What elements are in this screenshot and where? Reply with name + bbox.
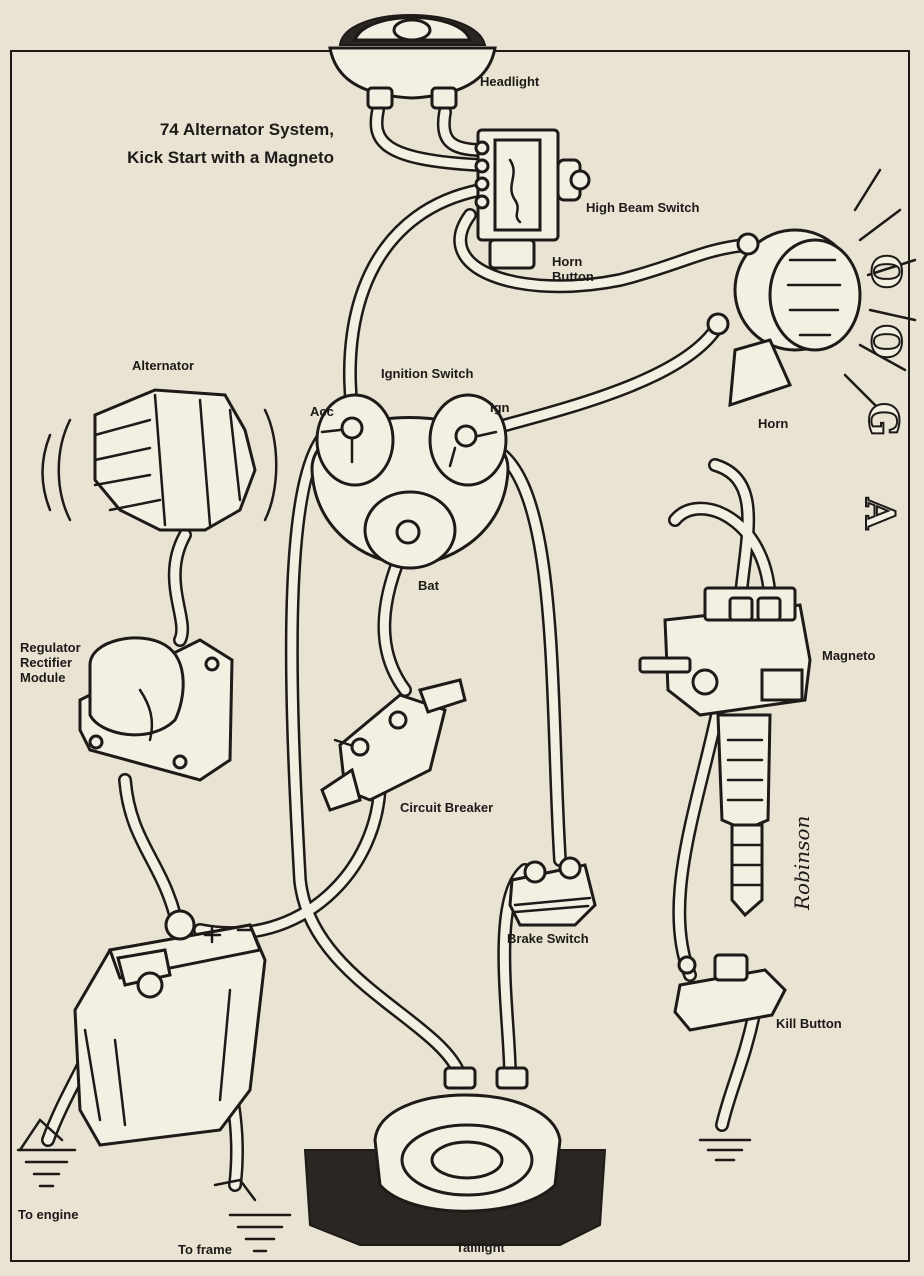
taillight-component xyxy=(303,1066,607,1246)
label-horn-button-line-1: Horn xyxy=(552,254,583,269)
sound-letter-2: O xyxy=(861,323,910,360)
sound-letter-4: A xyxy=(855,497,904,530)
label-regulator-line-2: Rectifier xyxy=(20,655,73,670)
brake-switch-component xyxy=(508,856,597,927)
label-brake-switch: Brake Switch xyxy=(507,931,589,946)
label-horn: Horn xyxy=(758,416,789,431)
sound-letter-1: O xyxy=(861,253,910,290)
label-regulator-rectifier-module: Regulator Rectifier Module xyxy=(20,640,81,685)
regulator-rectifier-component xyxy=(78,636,234,782)
sound-letter-3: G xyxy=(859,401,908,437)
alternator-component xyxy=(41,388,278,532)
label-alternator: Alternator xyxy=(132,358,195,373)
ignition-switch-component xyxy=(310,393,510,570)
label-horn-button-line-2: Button xyxy=(552,269,594,284)
label-to-frame: To frame xyxy=(178,1242,232,1257)
magneto-component xyxy=(638,586,812,918)
battery-component xyxy=(16,909,292,1253)
label-regulator-line-1: Regulator xyxy=(20,640,81,655)
label-magneto: Magneto xyxy=(822,648,876,663)
kill-button-component xyxy=(673,953,787,1162)
label-headlight: Headlight xyxy=(480,74,540,89)
diagram-title: 74 Alternator System, Kick Start with a … xyxy=(30,116,334,172)
label-ignition-switch: Ignition Switch xyxy=(381,366,474,381)
high-beam-switch-component xyxy=(474,128,591,270)
label-to-engine: To engine xyxy=(18,1207,79,1222)
label-ign: Ign xyxy=(490,400,510,415)
label-kill-button: Kill Button xyxy=(776,1016,842,1031)
label-bat: Bat xyxy=(418,578,439,593)
circuit-breaker-component xyxy=(320,678,467,812)
headlight-component xyxy=(328,14,497,110)
title-line-1: 74 Alternator System, xyxy=(159,120,334,139)
artist-signature: Robinson xyxy=(790,815,814,910)
label-high-beam-switch: High Beam Switch xyxy=(586,200,700,215)
label-circuit-breaker: Circuit Breaker xyxy=(400,800,494,815)
label-taillight: Taillight xyxy=(456,1240,505,1255)
horn-component xyxy=(706,168,917,412)
title-line-2: Kick Start with a Magneto xyxy=(127,148,334,167)
label-regulator-line-3: Module xyxy=(20,670,66,685)
label-acc: Acc xyxy=(310,404,334,419)
label-horn-button: Horn Button xyxy=(552,254,594,284)
